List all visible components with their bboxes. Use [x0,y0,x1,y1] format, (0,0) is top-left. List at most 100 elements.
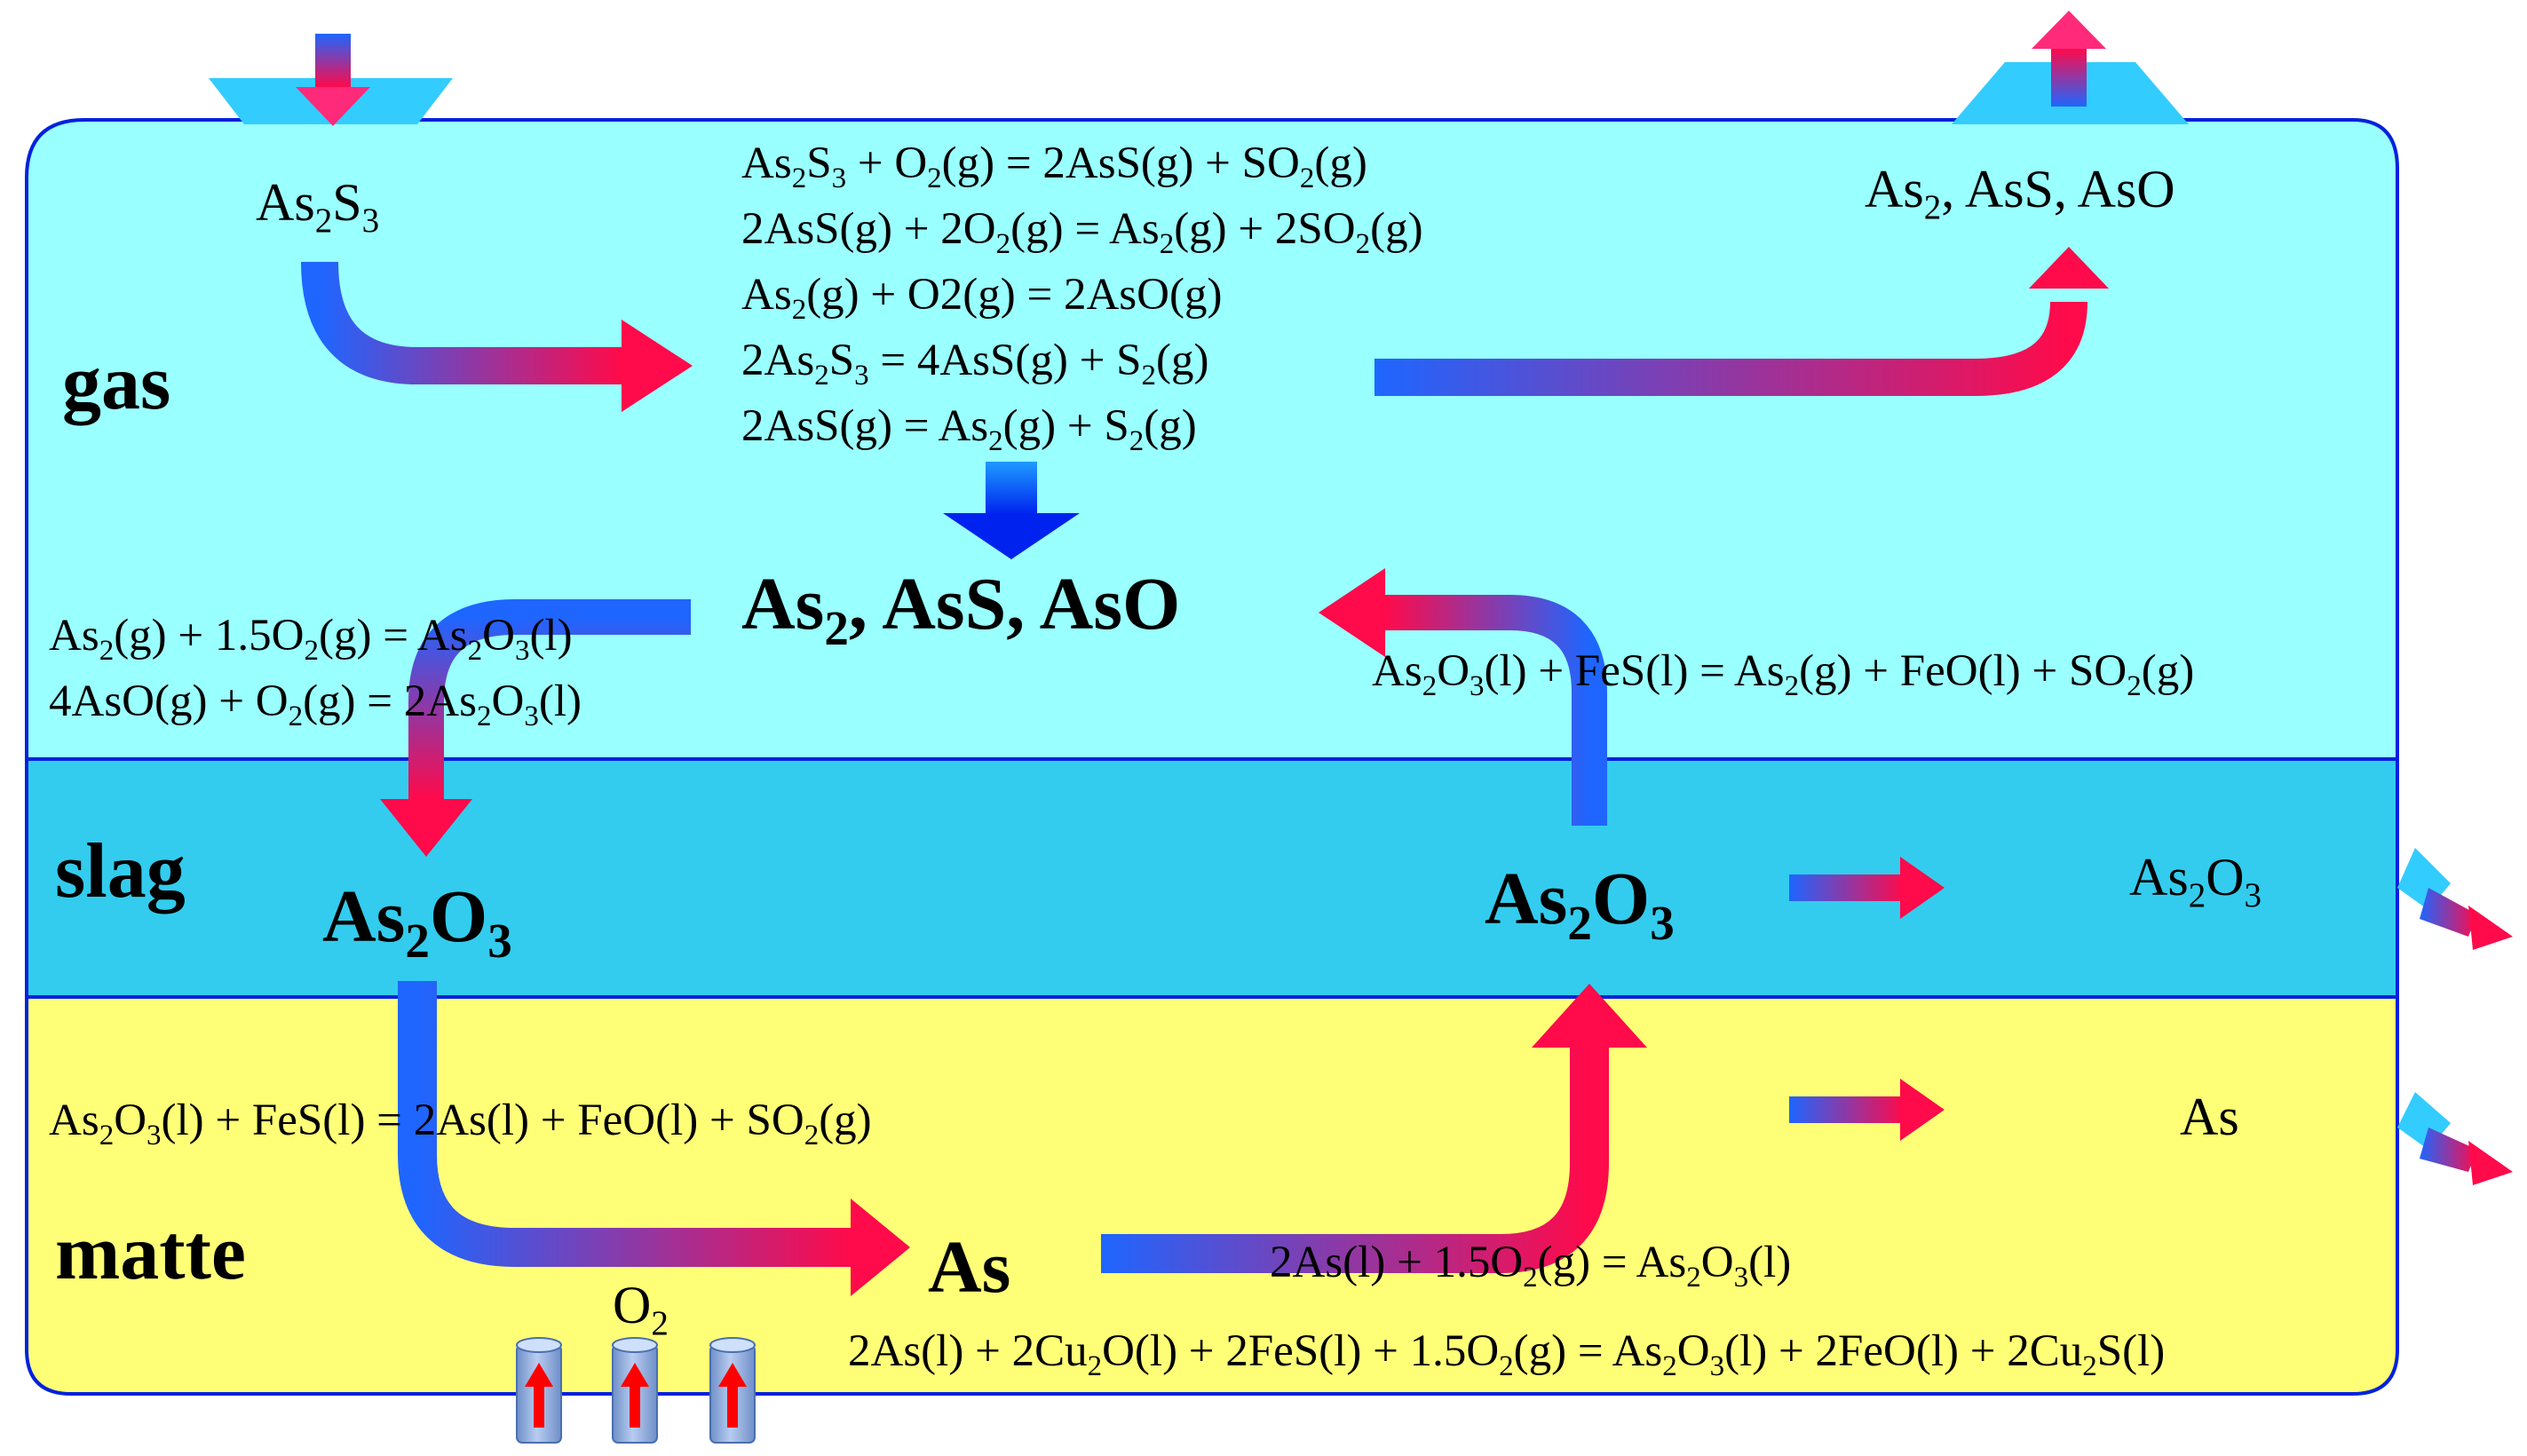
matte-zone [27,997,2397,1394]
gas-reaction: 2As2S3 = 4AsS(g) + S2(g) [741,336,1208,392]
formula-text: (g) + 1.5O [114,611,304,661]
formula-subscript: 2 [2127,670,2142,702]
formula-text: O [114,1096,147,1145]
formula-text: (g) + S [1003,401,1129,451]
formula-subscript: 2 [1141,360,1156,392]
slag-to-matte-arrowhead [851,1199,910,1296]
gas-to-slag-arrowhead [380,799,472,857]
formula-subscript: 2 [477,700,492,732]
formula-subscript: 2 [1129,425,1145,457]
formula-subscript: 3 [1469,670,1485,702]
formula-text: 2AsS(g) + 2O [741,204,996,254]
matte-output-arrow [1789,1079,1945,1141]
formula-text: (g) [1314,138,1366,188]
formula-subscript: 2 [814,360,829,392]
formula-subscript: 3 [362,202,380,240]
formula-text: , AsS, AsO [1941,160,2174,218]
formula-subscript: 2 [792,162,807,194]
matte-oxidation-reactions: 2As(l) + 1.5O2(g) = As2O3(l) 2As(l) + 2C… [848,1238,2165,1382]
formula-text: As [2129,848,2189,906]
formula-text: (g) [2142,646,2194,696]
feed-arrow-head [296,87,370,126]
slag-reduction-reaction: As2O3(l) + FeS(l) = As2(g) + FeO(l) + SO… [1372,646,2194,702]
slag-right-species: As2O3 [1485,858,1675,950]
gas-reaction: 2AsS(g) = As2(g) + S2(g) [741,401,1197,457]
formula-text: (g) [1370,204,1422,254]
matte-output-species: As [2180,1088,2239,1146]
slag-to-gas-arrowhead [1319,568,1385,657]
reactions-to-offgas-arrow [1374,301,2087,396]
formula-subscript: 2 [1567,896,1592,950]
slag-taphole [2397,848,2513,950]
oxidation-reactions: As2(g) + 1.5O2(g) = As2O3(l) 4AsO(g) + O… [49,611,582,732]
formula-text: (l) + FeS(l) = As [1485,646,1785,696]
gas-reaction: As2(g) + O2(g) = 2AsO(g) [741,270,1222,326]
formula-text: As [741,270,792,320]
formula-subscript: 2 [1300,162,1315,194]
formula-text: (l) [1748,1238,1791,1287]
formula-subscript: 3 [1710,1350,1725,1382]
formula-subscript: 2 [2189,876,2206,914]
formula-subscript: 2 [1523,1262,1538,1294]
slag-output-arrow [1789,857,1945,919]
matte-oxidation-reaction: 2As(l) + 2Cu2O(l) + 2FeS(l) + 1.5O2(g) =… [848,1326,2165,1382]
formula-text: (g) [1144,401,1196,451]
formula-text: (g) = 2AsS(g) + SO [942,138,1300,188]
formula-subscript: 3 [832,162,847,194]
formula-subscript: 2 [405,914,430,968]
formula-subscript: 3 [854,360,869,392]
formula-text: , AsS, AsO [849,563,1181,645]
formula-subscript: 2 [305,635,320,667]
formula-subscript: 2 [99,635,115,667]
formula-text: 2AsS(g) = As [741,401,988,451]
reactions-to-offgas-arrowhead [2029,247,2109,289]
matte-oxidation-reaction: 2As(l) + 1.5O2(g) = As2O3(l) [1270,1238,1791,1294]
formula-text: (l) [539,677,582,726]
formula-subscript: 2 [927,162,942,194]
formula-text: As [322,875,405,958]
matte-taphole [2397,1092,2513,1185]
formula-subscript: 2 [824,601,849,655]
slag-left-species: As2O3 [322,875,512,968]
offgas-arrow-shaft [2051,49,2087,107]
formula-subscript: 2 [988,425,1003,457]
formula-subscript: 2 [1662,1350,1677,1382]
formula-text: As [741,138,792,188]
gas-reactions: As2S3 + O2(g) = 2AsS(g) + SO2(g) 2AsS(g)… [741,138,1423,457]
formula-subscript: 2 [315,202,333,240]
formula-subscript: 3 [515,635,530,667]
formula-subscript: 2 [468,635,483,667]
formula-subscript: 3 [1734,1262,1749,1294]
formula-text: = 4AsS(g) + S [869,336,1142,385]
feed-arrow-shaft [315,34,351,87]
oxygen-label: O2 [613,1276,669,1342]
formula-subscript: 2 [1499,1350,1514,1382]
formula-text: S [806,138,831,188]
matte-reaction: As2O3(l) + FeS(l) = 2As(l) + FeO(l) + SO… [49,1096,872,1151]
formula-subscript: 2 [1924,188,1942,226]
offgas-outlet [1952,11,2189,124]
formula-subscript: 2 [996,228,1011,260]
lance [612,1337,658,1444]
formula-text: As [49,611,99,661]
formula-subscript: 2 [1686,1262,1701,1294]
formula-text: (g) = 2As [303,677,477,726]
formula-text: O [430,875,487,958]
formula-text: O [2206,848,2244,906]
formula-subscript: 2 [1160,228,1175,260]
gas-center-species: As2, AsS, AsO [741,563,1180,655]
formula-subscript: 2 [1088,1350,1103,1382]
furnace-border [25,118,2399,1396]
formula-text: 4AsO(g) + O [49,677,289,726]
reactions-down-arrow [943,462,1080,559]
slag-output-species: As2O3 [2129,848,2262,914]
formula-subscript: 3 [2245,876,2262,914]
oxygen-lances [516,1337,756,1444]
formula-text: (g) + O2(g) = 2AsO(g) [806,270,1222,320]
outlet-species: As2, AsS, AsO [1865,160,2175,226]
formula-text: (l) + 2FeO(l) + 2Cu [1724,1326,2082,1376]
formula-text: (g) = As [1514,1326,1663,1376]
formula-text: S [829,336,854,385]
